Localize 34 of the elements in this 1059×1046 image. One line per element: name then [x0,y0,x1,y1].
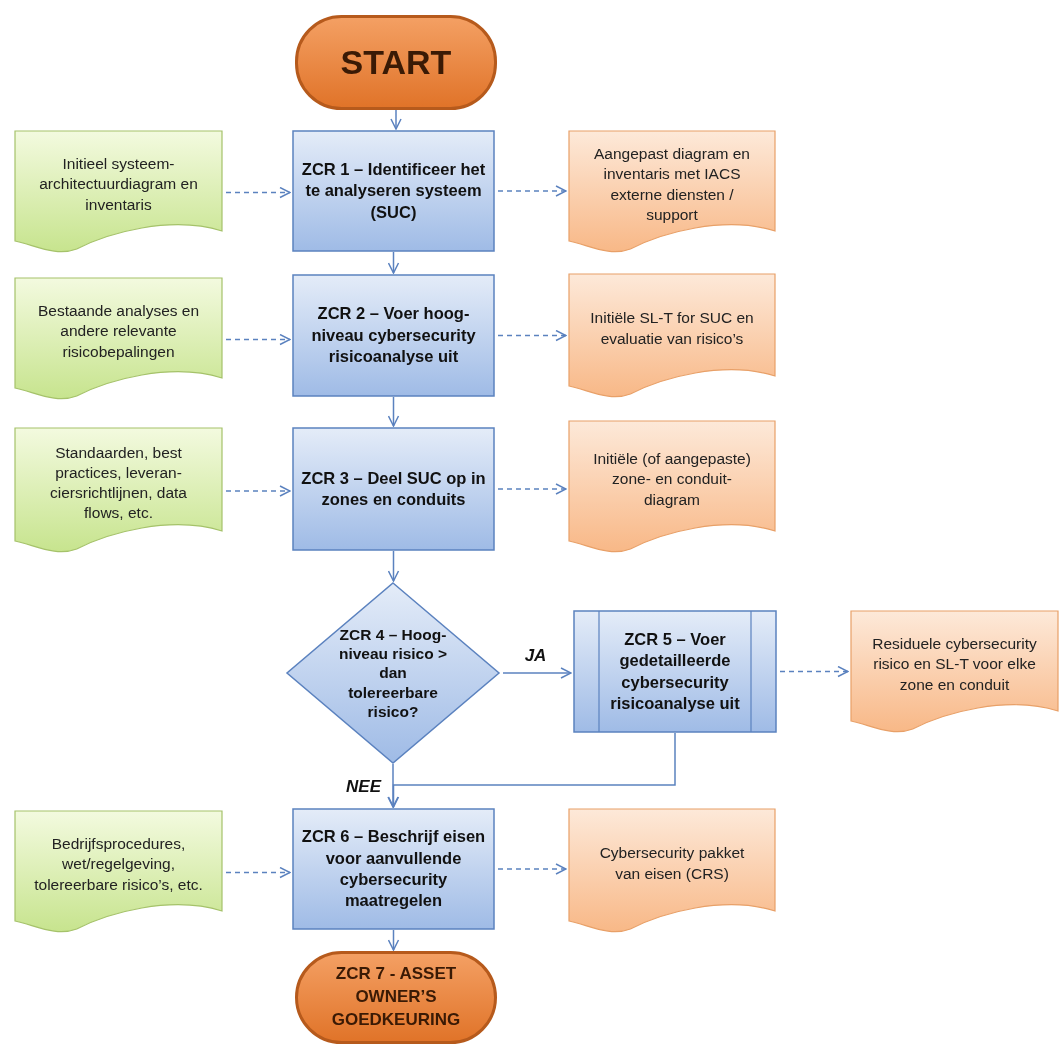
output-document: Initiële (of aangepaste) zone- en conduit-diagram [568,420,776,555]
terminal-shape: START [295,15,497,110]
arrow [387,929,400,951]
arrow [502,667,572,679]
input-document: Initieel systeem-architectuurdiagram en inventaris [14,130,223,255]
dashed-arrow [497,329,567,342]
process-box: ZCR 2 – Voer hoog-niveau cybersecurity risicoanalyse uit [292,274,495,397]
terminal-shape: ZCR 7 - ASSET OWNER’S GOEDKEURING [295,951,497,1044]
subprocess-box: ZCR 5 – Voer gedetailleerde cybersecurity risicoanalyse uit [573,610,777,733]
dashed-arrow [779,665,849,678]
arrow [387,763,399,808]
output-document: Initiële SL-T for SUC en evaluatie van risico’s [568,273,776,400]
decision-diamond: ZCR 4 – Hoog-niveau risico > dan tolereerbare risico? [286,582,500,764]
arrow [387,550,400,582]
dashed-arrow [225,333,291,346]
process-box: ZCR 1 – Identificeer het te analyseren systeem (SUC) [292,130,495,252]
input-document: Bestaande analyses en andere relevante risicobepalingen [14,277,223,402]
output-document: Residuele cybersecurity risico en SL-T voor elke zone en conduit [850,610,1059,735]
process-box: ZCR 6 – Beschrijf eisen voor aanvullende cybersecurity maatregelen [292,808,495,930]
output-document: Cybersecurity pakket van eisen (CRS) [568,808,776,935]
arrow [387,251,400,274]
dashed-arrow [225,186,291,199]
input-document: Standaarden, best practices, leveran-ciersrichtlijnen, data flows, etc. [14,427,223,555]
output-document: Aangepast diagram en inventaris met IACS externe diensten / support [568,130,776,255]
dashed-arrow [497,863,567,875]
dashed-arrow [225,866,291,879]
process-box: ZCR 3 – Deel SUC op in zones en conduits [292,427,495,551]
arrow [387,732,676,808]
arrow [387,396,400,427]
dashed-arrow [497,483,567,495]
input-document: Bedrijfsprocedures, wet/regelgeving, tolereerbare risico’s, etc. [14,810,223,935]
dashed-arrow [497,185,567,197]
arrow [390,109,402,130]
dashed-arrow [225,485,291,497]
